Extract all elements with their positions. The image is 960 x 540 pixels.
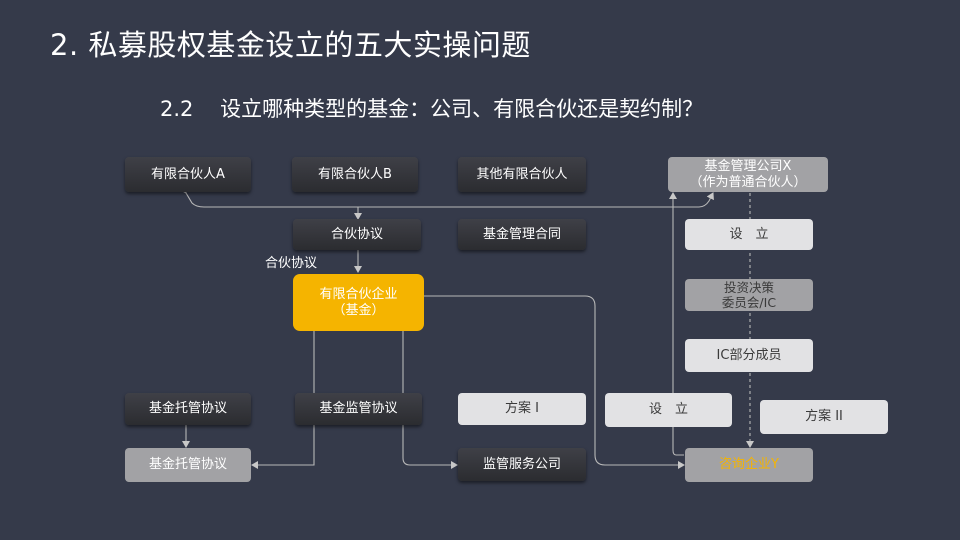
ic-members-label: IC部分成员	[716, 347, 782, 363]
lp-b-box: 有限合伙人B	[292, 157, 418, 192]
ic-label-line2: 委员会/IC	[721, 295, 777, 310]
partnership-agreement-box: 合伙协议	[293, 219, 421, 250]
gp-vertical-line	[669, 192, 684, 456]
custody-bank-label: 基金托管协议	[148, 457, 227, 472]
other-lp-box: 其他有限合伙人	[458, 157, 586, 192]
plan-1-label: 方案 I	[505, 401, 539, 416]
supervision-company-label: 监管服务公司	[482, 456, 561, 472]
other-lp-label: 其他有限合伙人	[476, 166, 568, 182]
ic-label-line1: 投资决策	[723, 280, 774, 295]
plan-1-box: 方案 I	[458, 393, 586, 425]
setup-box-1: 设 立	[685, 219, 813, 250]
setup-box-2: 设 立	[605, 393, 732, 427]
lp-a-box: 有限合伙人A	[125, 157, 251, 192]
consulting-box: 咨询企业Y	[685, 448, 813, 482]
lp-b-label: 有限合伙人B	[318, 166, 392, 182]
supervision-agreement-label: 基金监管协议	[319, 401, 398, 416]
consulting-label: 咨询企业Y	[719, 457, 779, 472]
page-title: 2. 私募股权基金设立的五大实操问题	[50, 28, 531, 62]
setup-label-2: 设 立	[648, 402, 688, 417]
fund-to-supervision-line	[402, 331, 458, 469]
setup-label-1: 设 立	[729, 226, 769, 242]
supervision-company-box: 监管服务公司	[458, 448, 586, 481]
ic-box: 投资决策 委员会/IC	[685, 279, 813, 311]
partnership-agreement-edge-label: 合伙协议	[265, 256, 318, 271]
fund-to-custody-line	[251, 331, 315, 469]
management-contract-label: 基金管理合同	[482, 226, 561, 242]
fund-label-line2: （基金）	[332, 302, 385, 318]
page-subtitle: 2.2 设立哪种类型的基金：公司、有限合伙还是契约制？	[160, 97, 704, 121]
fund-box: 有限合伙企业 （基金）	[293, 274, 424, 331]
ic-members-box: IC部分成员	[685, 339, 813, 372]
custody-agreement-box: 基金托管协议	[125, 393, 251, 425]
lp-a-label: 有限合伙人A	[151, 166, 225, 182]
plan-2-label: 方案 II	[805, 409, 843, 424]
gp-label-line1: 基金管理公司X	[704, 158, 792, 174]
fund-label-line1: 有限合伙企业	[319, 286, 398, 302]
lp-bracket-line	[179, 185, 714, 208]
gp-label-line2: （作为普通合伙人）	[689, 174, 807, 190]
custody-agreement-label: 基金托管协议	[148, 401, 227, 416]
fund-to-consulting-line	[424, 295, 685, 469]
management-contract-box: 基金管理合同	[458, 219, 586, 250]
partnership-agreement-label: 合伙协议	[330, 226, 383, 242]
gp-box: 基金管理公司X （作为普通合伙人）	[668, 157, 828, 192]
custody-bank-box: 基金托管协议	[125, 448, 251, 482]
plan-2-box: 方案 II	[760, 400, 888, 434]
supervision-agreement-box: 基金监管协议	[295, 393, 422, 425]
